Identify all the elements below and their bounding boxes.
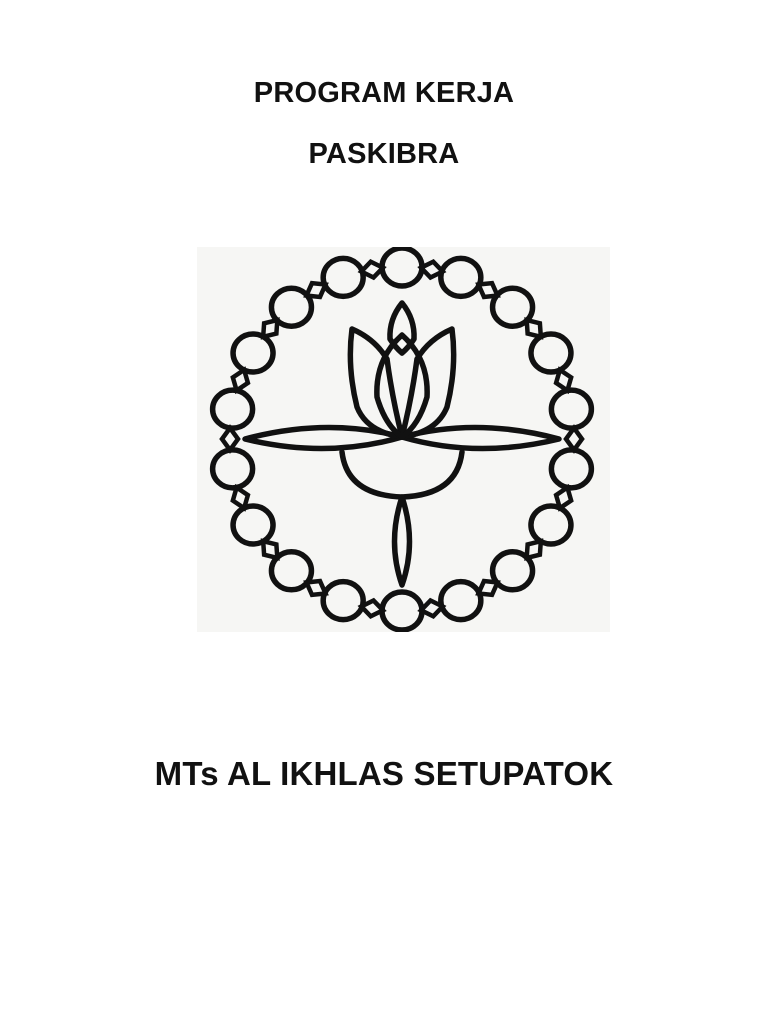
emblem-bead — [320, 255, 366, 300]
emblem-bead — [209, 387, 256, 431]
emblem-diamond — [524, 538, 544, 561]
emblem-bead — [528, 503, 574, 547]
emblem-diamond — [524, 317, 544, 340]
emblem-bud-tip — [387, 300, 417, 356]
emblem-diamond — [219, 424, 241, 454]
emblem-bud-center-petal — [374, 332, 430, 440]
emblem-diamond — [357, 258, 387, 281]
school-name: MTs AL IKHLAS SETUPATOK — [154, 755, 614, 792]
paskibra-lotus-emblem-icon — [209, 247, 595, 632]
emblem-diamond — [303, 578, 329, 598]
emblem-diamond — [303, 280, 329, 300]
emblem-diamond — [475, 280, 501, 300]
emblem-diamond — [230, 366, 251, 395]
emblem-diamond — [553, 366, 574, 395]
emblem-bead — [548, 387, 595, 431]
emblem-bead — [209, 447, 256, 491]
emblem-diamond — [260, 317, 280, 340]
emblem-diamond — [417, 258, 447, 281]
emblem-stem — [391, 494, 413, 588]
emblem-bead — [379, 247, 425, 289]
emblem-diamond — [553, 483, 574, 512]
title-program-kerja: PROGRAM KERJA — [253, 77, 515, 109]
emblem-container — [197, 247, 610, 632]
emblem-diamond — [357, 597, 387, 620]
emblem-bead — [489, 285, 536, 329]
title-paskibra: PASKIBRA — [308, 138, 460, 170]
emblem-bead — [268, 549, 315, 593]
emblem-bead — [489, 549, 536, 593]
emblem-bead — [230, 331, 276, 375]
emblem-bead — [268, 285, 315, 329]
emblem-bead — [230, 503, 276, 547]
emblem-bead — [528, 331, 574, 375]
emblem-diamond — [260, 538, 280, 561]
emblem-bead — [548, 447, 595, 491]
emblem-diamond — [475, 578, 501, 598]
emblem-bead — [438, 255, 484, 300]
emblem-bead — [438, 578, 484, 623]
emblem-diamond — [563, 424, 585, 454]
emblem-bead — [320, 578, 366, 623]
emblem-diamond — [230, 483, 251, 512]
emblem-bead — [379, 589, 425, 632]
emblem-bowl — [339, 449, 465, 500]
emblem-diamond — [417, 597, 447, 620]
